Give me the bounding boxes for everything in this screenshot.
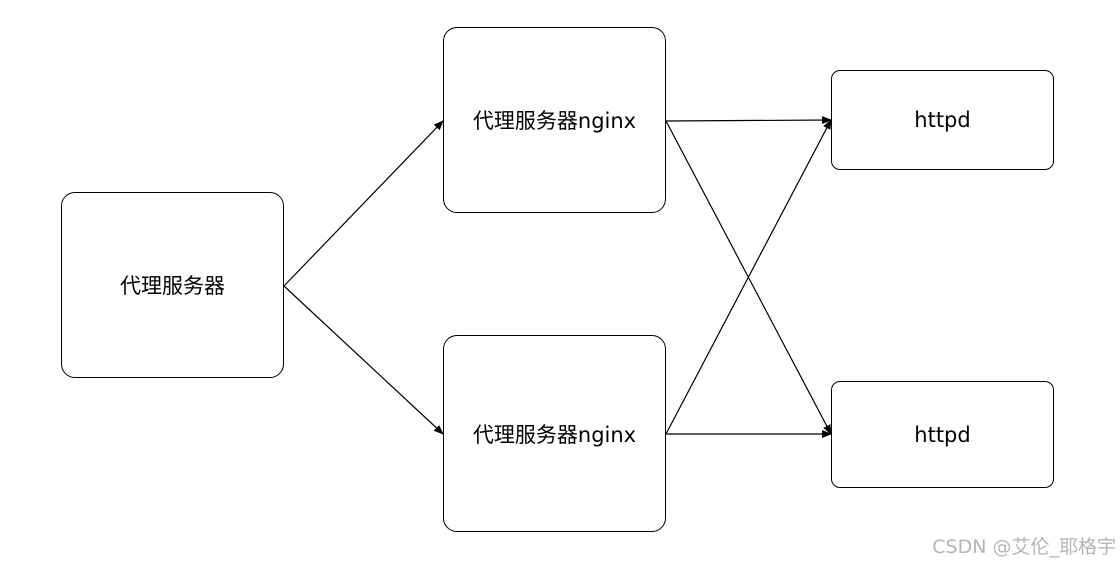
node-httpd-bottom[interactable]: httpd — [831, 381, 1054, 488]
edge-main-to-nginx-bottom — [283, 285, 444, 435]
edge-main-to-nginx-top — [283, 120, 444, 287]
node-httpd-top-label: httpd — [914, 108, 971, 132]
node-nginx-bottom-label: 代理服务器nginx — [472, 422, 637, 447]
node-httpd-top[interactable]: httpd — [831, 70, 1054, 170]
node-proxy-server-label: 代理服务器 — [120, 274, 225, 298]
node-nginx-top-label: 代理服务器nginx — [472, 109, 637, 133]
node-httpd-bottom-label: httpd — [914, 422, 971, 447]
edge-nginx-bottom-to-httpd-top — [665, 119, 832, 435]
node-proxy-server[interactable]: 代理服务器 — [61, 192, 284, 378]
watermark-text: CSDN @艾伦_耶格宇 — [932, 536, 1116, 558]
node-nginx-bottom[interactable]: 代理服务器nginx — [443, 335, 666, 532]
node-nginx-top[interactable]: 代理服务器nginx — [443, 27, 666, 213]
edge-nginx-top-to-httpd-top — [665, 116, 832, 125]
